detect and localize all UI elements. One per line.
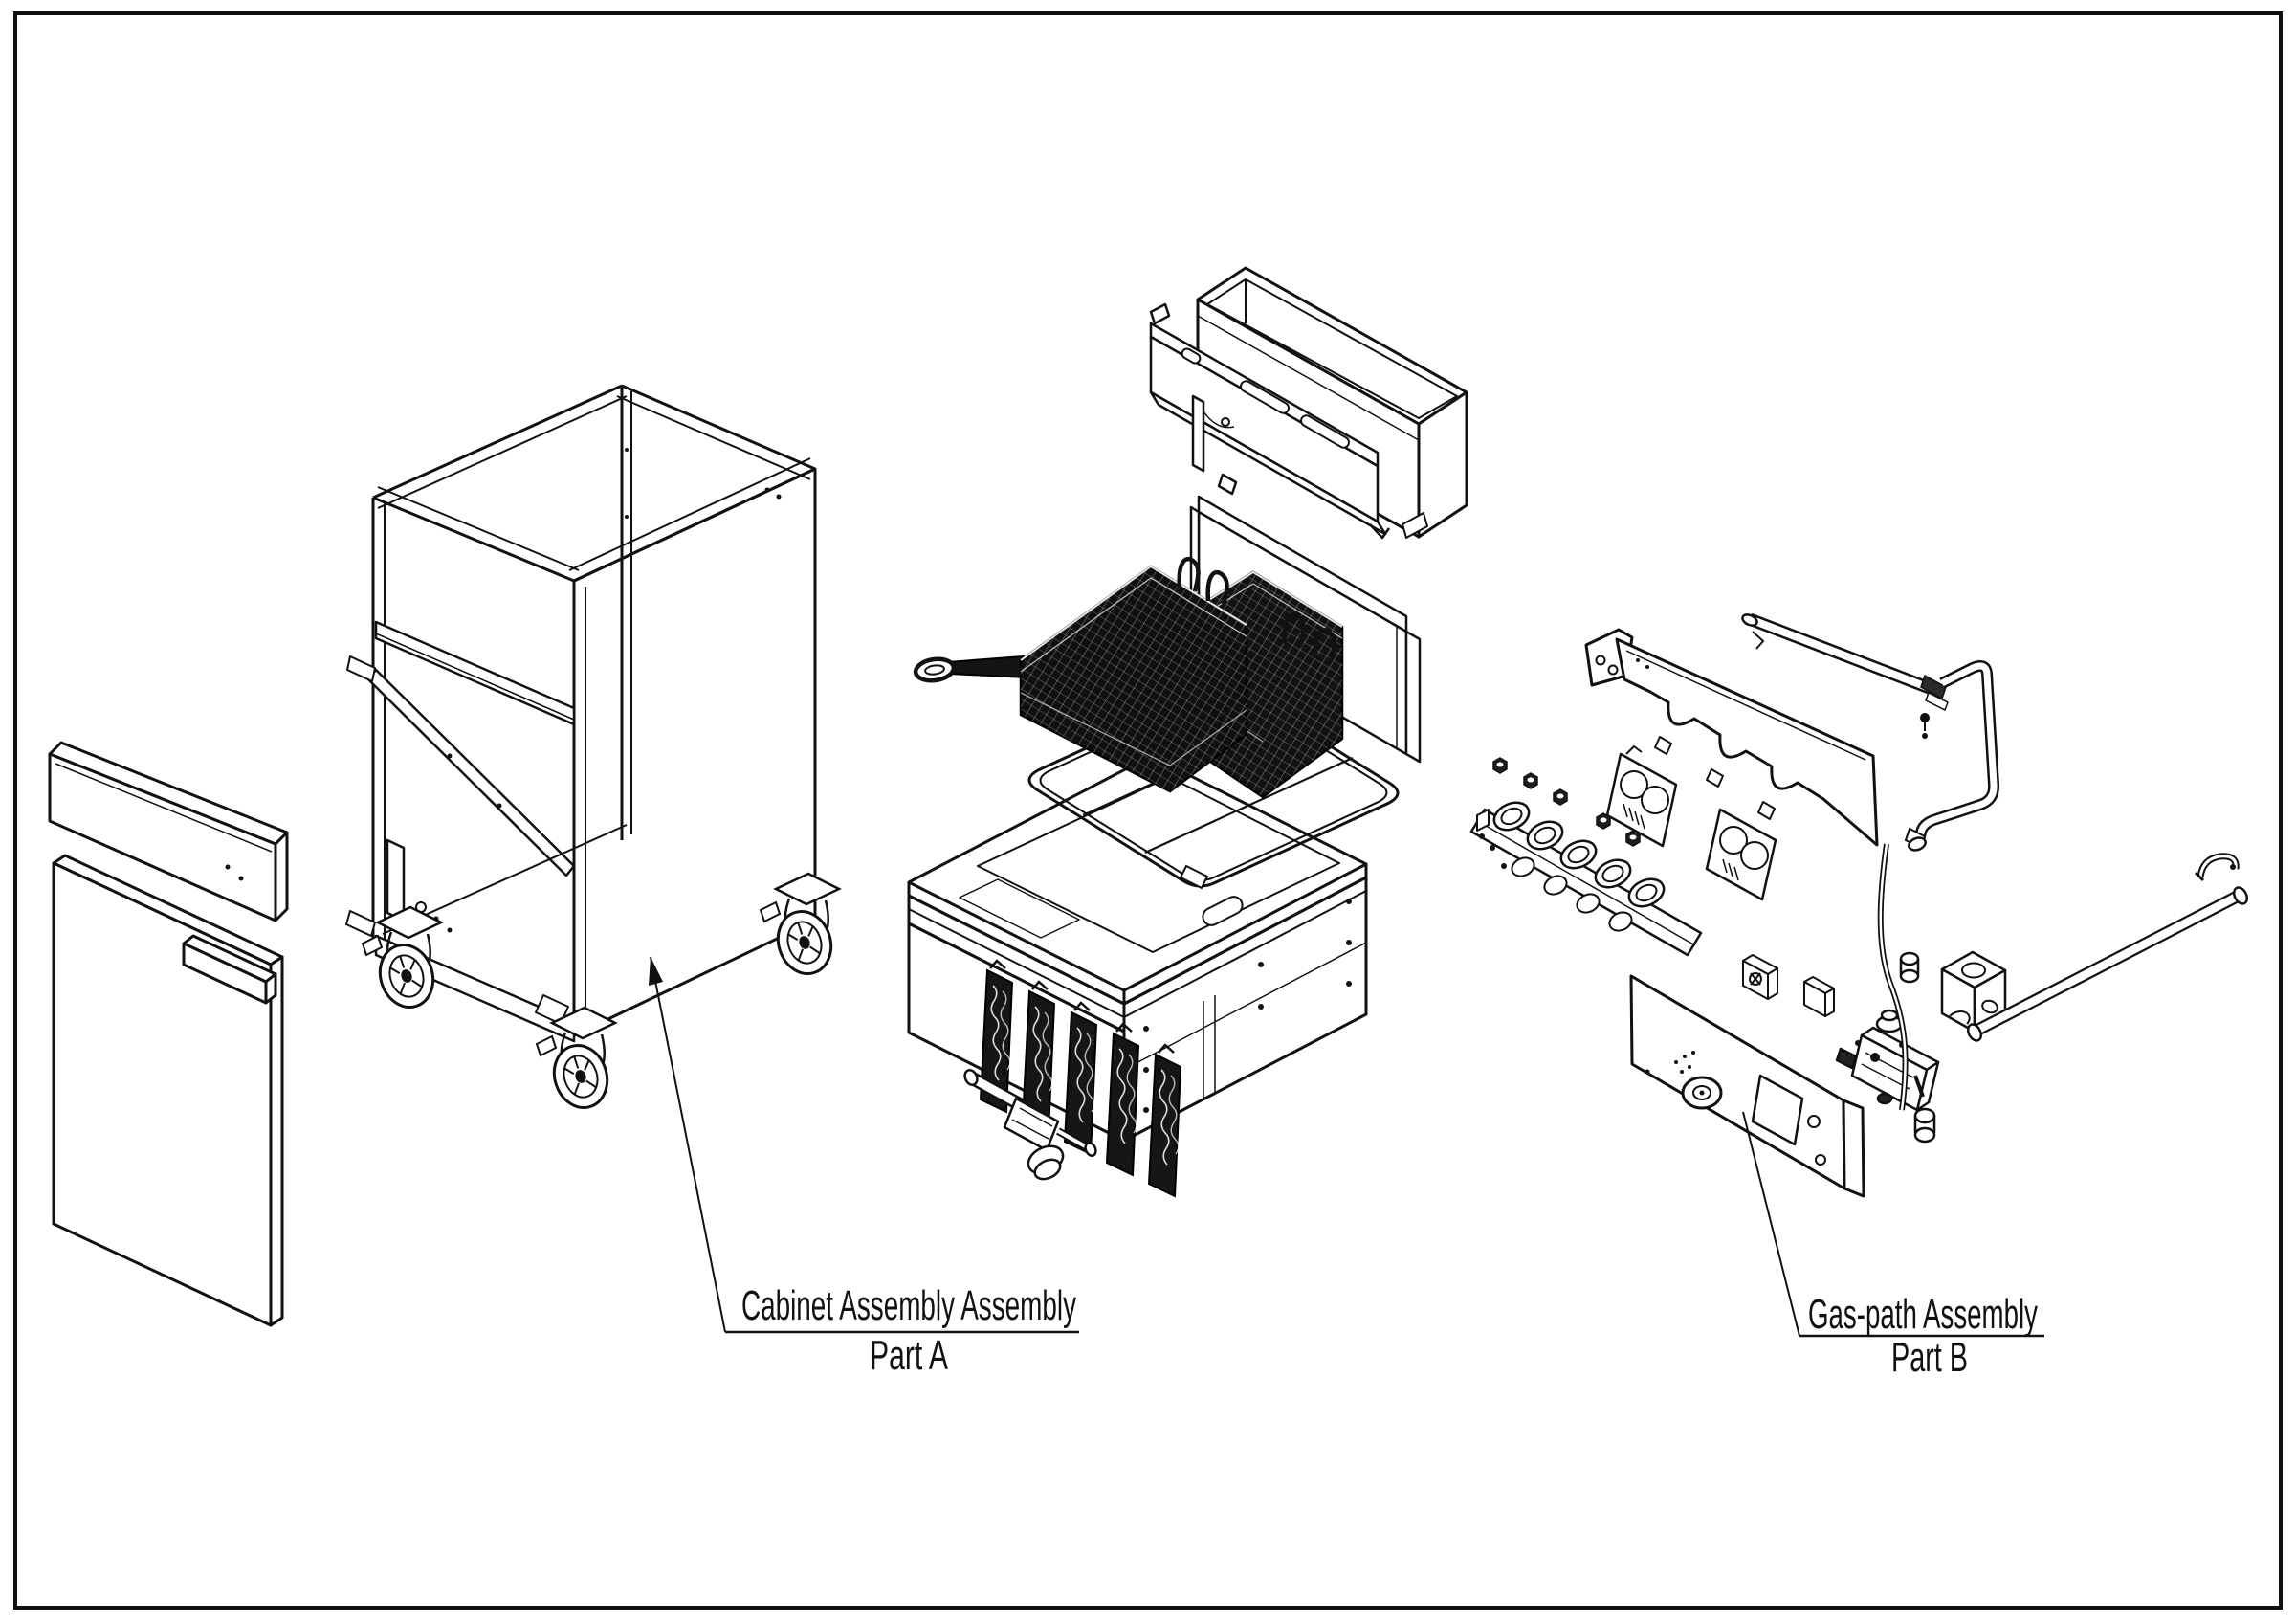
- pilot-switch-left: [1742, 954, 1778, 1000]
- drawing-border: [13, 11, 2283, 1610]
- door-handle: [182, 934, 277, 1005]
- callout-part-b: Gas-path Assembly Part B: [1742, 1111, 2044, 1381]
- callout-subtitle-b: Part B: [1891, 1334, 1968, 1381]
- leader-line-a: [650, 956, 726, 1333]
- flue-deflector: [1149, 302, 1391, 540]
- callout-part-a: Cabinet Assembly Assembly Part A: [649, 956, 1079, 1379]
- panel-cutout: [1751, 1074, 1804, 1146]
- leader-line-b: [1742, 1111, 1800, 1337]
- orifice-bracket-right: [1705, 808, 1777, 901]
- orifice-bracket-left: [1605, 745, 1678, 848]
- gas-manifold: [1469, 801, 1703, 957]
- pilot-gas-line: [1877, 843, 1936, 1144]
- door-panel: [52, 854, 284, 1327]
- drain-valve: [963, 1069, 1097, 1181]
- leader-arrow-icon: [649, 957, 663, 986]
- venturi-ports: [1492, 801, 1666, 908]
- fry-basket-front: [913, 559, 1248, 793]
- control-panel: [1629, 974, 1866, 1198]
- door-trim-panel: [48, 741, 289, 922]
- callout-title-a: Cabinet Assembly Assembly: [741, 1282, 1076, 1329]
- crossover-pipe: [1966, 886, 2249, 1042]
- gas-valve: [1835, 1009, 1940, 1112]
- basket-handle: [913, 655, 1027, 683]
- gas-connector-pipe: [1904, 660, 2000, 852]
- gas-supply-pipe: [1741, 612, 1949, 739]
- callout-subtitle-a: Part A: [870, 1332, 948, 1379]
- pipe-clamp: [2194, 853, 2240, 882]
- burner-elbows: [1511, 856, 1633, 932]
- callout-title-b: Gas-path Assembly: [1808, 1291, 2038, 1338]
- cabinet-frame: [345, 384, 817, 1043]
- burner-shield: [1584, 628, 1879, 847]
- manifold-nuts: [1492, 757, 1641, 847]
